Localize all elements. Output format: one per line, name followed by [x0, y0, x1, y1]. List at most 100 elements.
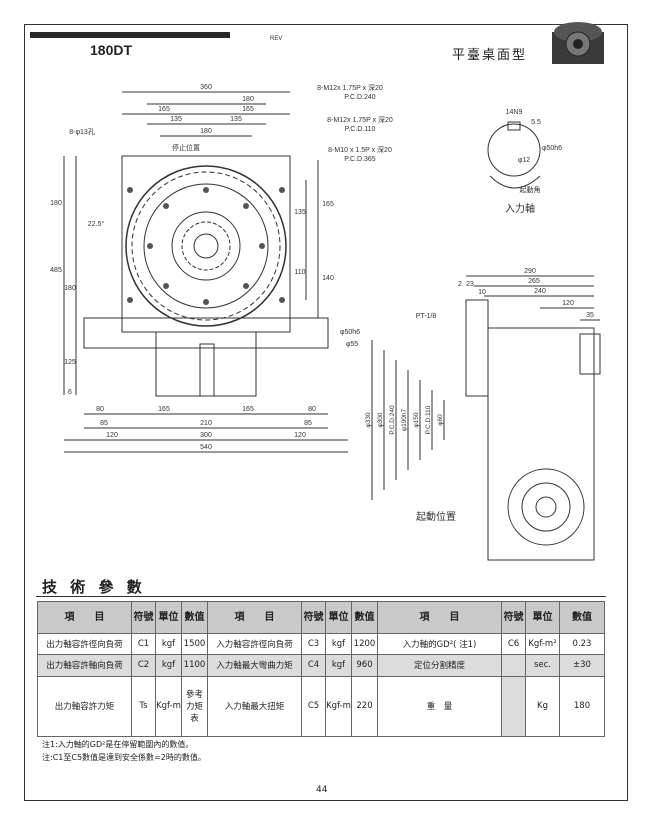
page-frame	[24, 24, 628, 801]
spec-unit: kgf	[325, 632, 352, 656]
hdr-unit-1: 單位	[155, 601, 182, 634]
footnote-2: 注:C1至C5數值是達到安全係數=2時的數值。	[42, 753, 206, 762]
dim-b-165-left: 165	[158, 406, 170, 413]
spec-row: 出力軸容許軸向負荷 C2 kgf 1100 入力軸最大彎曲力矩 C4 kgf 9…	[37, 654, 605, 677]
input-axis-label: 入力軸	[505, 202, 535, 215]
technical-drawing: 360 180 165 165 135 135 180 8-φ13孔 停止位置 …	[50, 36, 601, 561]
dim-165-right: 165	[242, 106, 254, 113]
spec-value: 參考力矩表	[181, 675, 208, 737]
side-dim-2: 2	[458, 281, 462, 288]
spec-unit: kgf	[155, 654, 182, 677]
spec-row: 出力軸容許徑向負荷 C1 kgf 1500 入力軸容許徑向負荷 C3 kgf 1…	[37, 632, 605, 656]
spec-symbol: C1	[131, 632, 156, 656]
hdr-item-3: 項 目	[377, 601, 502, 634]
footnotes: 注1:入力軸的GD²是在停留範圍內的數值。 注:C1至C5數值是達到安全係數=2…	[42, 738, 206, 764]
model-number: 180DT	[90, 42, 133, 58]
dim-phi50h6: φ50h6	[340, 329, 360, 336]
outer-table-circle	[125, 165, 287, 327]
spec-header-row: 項 目 符號 單位 數值 項 目 符號 單位 數值 項 目 符號 單位 數值	[37, 601, 605, 634]
spec-divider	[36, 596, 606, 597]
spec-item: 出力軸容許徑向負荷	[37, 632, 132, 656]
dim-b-540: 540	[200, 444, 212, 451]
hole-label: 8-φ13孔	[69, 128, 95, 136]
dim-b-120-right: 120	[294, 432, 306, 439]
dim-110-vert: 110	[294, 269, 305, 276]
hdr-value-2: 數值	[351, 601, 378, 634]
spec-symbol: C3	[301, 632, 326, 656]
callout-1-pcd: P.C.D.240	[344, 94, 375, 101]
dim-b-300: 300	[200, 432, 212, 439]
side-dim-240: 240	[534, 288, 546, 295]
dim-b-80-right: 80	[308, 406, 316, 413]
spec-item: 入力軸容許徑向負荷	[207, 632, 302, 656]
dim-165-left: 165	[158, 106, 170, 113]
side-dim-120: 120	[562, 300, 574, 307]
dim-b-165-right: 165	[242, 406, 254, 413]
hdr-value-1: 數值	[181, 601, 208, 634]
hdr-unit-3: 單位	[525, 601, 560, 634]
spec-value: 220	[351, 675, 378, 737]
spec-value: 960	[351, 654, 378, 677]
dim-b-85-right: 85	[304, 420, 312, 427]
hdr-item-2: 項 目	[207, 601, 302, 634]
footnote-1: 注1:入力軸的GD²是在停留範圍內的數值。	[42, 740, 194, 749]
hdr-symbol-2: 符號	[301, 601, 326, 634]
spec-symbol	[501, 654, 526, 677]
dim-180-inner: 180	[200, 128, 212, 135]
header-bar	[30, 32, 230, 38]
callout-3-pcd: P.C.D.365	[344, 156, 375, 163]
hdr-item-1: 項 目	[37, 601, 132, 634]
dim-180-top: 180	[242, 96, 254, 103]
body-outline	[121, 155, 291, 333]
dim-left-6: 6	[68, 389, 72, 396]
spec-unit: Kgf-m	[155, 675, 182, 737]
callout-2-pcd: P.C.D.110	[345, 126, 376, 133]
spec-value: 1500	[181, 632, 208, 656]
spec-value: 1200	[351, 632, 378, 656]
start-position-label: 起動位置	[416, 510, 456, 523]
hdr-symbol-1: 符號	[131, 601, 156, 634]
hdr-value-3: 數值	[559, 601, 605, 634]
dim-b-210: 210	[200, 420, 212, 427]
spec-symbol: Ts	[131, 675, 156, 737]
side-dim-290: 290	[524, 268, 536, 275]
center-bore	[193, 233, 219, 259]
spec-item: 定位分割精度	[377, 654, 502, 677]
side-dim-23: 23	[466, 281, 474, 288]
side-phi150: φ150	[413, 412, 420, 427]
dim-b-120-left: 120	[106, 432, 118, 439]
hdr-symbol-3: 符號	[501, 601, 526, 634]
spec-item: 重 量	[377, 675, 502, 737]
side-phi330: φ330	[365, 412, 372, 427]
spec-value: 180	[559, 675, 605, 737]
pt-label: PT-1/8	[416, 313, 437, 320]
key-shaft-dia: φ50h6	[542, 145, 562, 152]
spec-symbol: C6	[501, 632, 526, 656]
spec-unit: Kgf-m²	[525, 632, 560, 656]
spec-symbol	[501, 675, 526, 737]
spec-item: 入力軸最大扭矩	[207, 675, 302, 737]
key-depth: 5.5	[531, 119, 541, 126]
spec-unit: kgf	[155, 632, 182, 656]
start-angle-label: 起動角	[520, 185, 541, 194]
spec-symbol: C5	[301, 675, 326, 737]
spec-item: 出力軸容許軸向負荷	[37, 654, 132, 677]
dim-left-485: 485	[50, 267, 62, 274]
spec-value: ±30	[559, 654, 605, 677]
hdr-unit-2: 單位	[325, 601, 352, 634]
spec-item: 入力軸最大彎曲力矩	[207, 654, 302, 677]
side-phi190h7: φ190h7	[401, 408, 408, 431]
dim-360: 360	[200, 84, 212, 91]
dim-135-vert: 135	[294, 209, 306, 216]
spec-symbol: C2	[131, 654, 156, 677]
dim-left-125: 125	[64, 359, 76, 366]
spec-table: 項 目 符號 單位 數值 項 目 符號 單位 數值 項 目 符號 單位 數值 出…	[37, 601, 605, 737]
spec-unit: Kgf-m	[325, 675, 352, 737]
base-plate	[83, 317, 329, 349]
side-phi300: φ300	[377, 412, 384, 427]
spec-title: 技 術 參 數	[42, 578, 146, 596]
spec-unit: Kg	[525, 675, 560, 737]
dim-left-180b: 180	[64, 285, 76, 292]
product-photo	[552, 22, 604, 64]
angle-label: 22.5°	[88, 220, 105, 228]
